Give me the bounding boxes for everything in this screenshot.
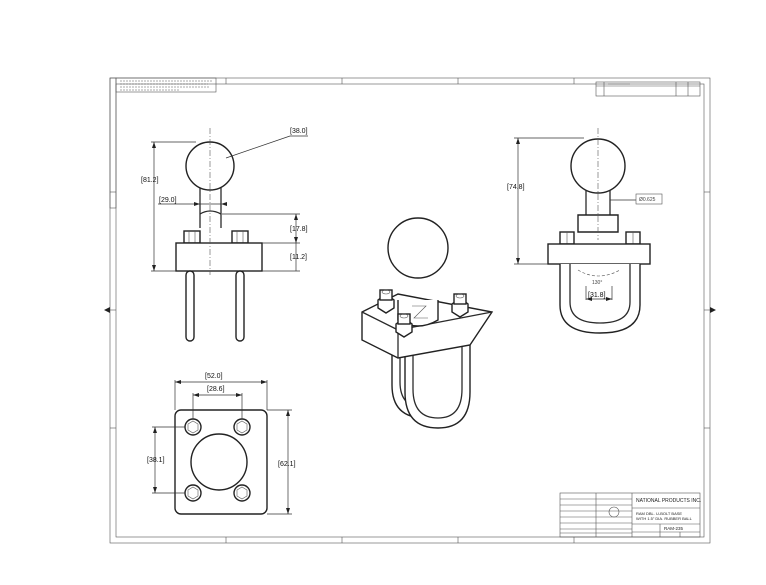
notes-block <box>115 77 217 93</box>
sheet-border <box>104 77 716 544</box>
dim-plate-thickness: [11.2] <box>290 254 307 261</box>
dim-ball-socket: Ø0.625 <box>639 197 656 203</box>
side-view <box>547 128 651 334</box>
top-view <box>174 409 268 515</box>
front-view-dimensions <box>151 135 308 272</box>
title-company: NATIONAL PRODUCTS INC. <box>636 498 701 504</box>
top-view-dimensions <box>152 380 292 515</box>
title-block <box>559 492 701 538</box>
front-view <box>175 128 263 342</box>
dim-base-height: [17.8] <box>290 226 308 233</box>
dim-ball-diameter: [38.0] <box>290 128 308 135</box>
isometric-view <box>361 217 494 429</box>
dim-overall-height: [81.2] <box>141 177 159 184</box>
side-view-dimensions <box>514 137 663 301</box>
revision-block <box>595 81 701 97</box>
title-part-number: RAM-235 <box>664 526 684 531</box>
dim-ubolt-width: [31.8] <box>588 292 606 299</box>
dim-side-height: [74.8] <box>507 184 525 191</box>
dim-angle: 130° <box>592 280 602 286</box>
title-description-line2: WITH 1.5" DIA. RUBBER BALL <box>636 516 693 521</box>
title-description-line1: RAM DBL. U-BOLT BASE <box>636 511 682 516</box>
dim-hole-spacing-y: [38.1] <box>147 457 165 464</box>
dim-plate-height: [62.1] <box>278 461 296 468</box>
dim-hole-spacing-x: [28.6] <box>207 386 225 393</box>
dim-neck-width: [29.0] <box>159 197 177 204</box>
dim-plate-width: [52.0] <box>205 373 223 380</box>
